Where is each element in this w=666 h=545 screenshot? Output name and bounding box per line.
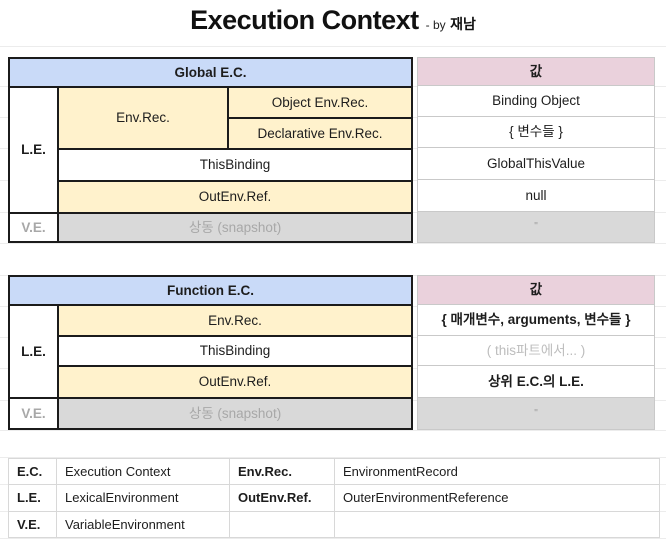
global-ve-label: V.E. (10, 214, 57, 241)
global-ec-header: Global E.C. (10, 59, 411, 86)
function-value-this: ( this파트에서... ) (418, 336, 654, 365)
global-env-rec-cell: Env.Rec. (59, 88, 227, 148)
global-ec-table: Global E.C. L.E. Env.Rec. Object Env.Rec… (8, 57, 413, 243)
legend-abbr: V.E. (9, 511, 56, 537)
abbreviation-legend: E.C. Execution Context Env.Rec. Environm… (8, 458, 660, 538)
legend-full: LexicalEnvironment (57, 485, 229, 511)
legend-full: OuterEnvironmentReference (335, 485, 659, 511)
global-value-column: 값 Binding Object { 변수들 } GlobalThisValue… (417, 57, 655, 243)
function-value-header: 값 (418, 276, 654, 304)
global-this-binding-cell: ThisBinding (59, 150, 411, 180)
global-value-this: GlobalThisValue (418, 148, 654, 179)
title-text: Execution Context (190, 5, 419, 35)
background-gridline (0, 46, 666, 47)
global-value-binding-object: Binding Object (418, 86, 654, 116)
function-env-rec-cell: Env.Rec. (59, 306, 411, 335)
global-value-header: 값 (418, 58, 654, 85)
function-value-env-rec: { 매개변수, arguments, 변수들 } (418, 305, 654, 335)
global-declarative-env-rec-cell: Declarative Env.Rec. (229, 119, 411, 148)
legend-abbr: E.C. (9, 459, 56, 485)
background-gridline (0, 538, 666, 539)
function-ec-header: Function E.C. (10, 277, 411, 304)
function-value-column: 값 { 매개변수, arguments, 변수들 } ( this파트에서...… (417, 275, 655, 430)
function-value-ditto: " (418, 398, 654, 429)
legend-abbr: L.E. (9, 485, 56, 511)
global-value-ditto: " (418, 212, 654, 242)
legend-full: Execution Context (57, 459, 229, 485)
page-title: Execution Context - by 재남 (0, 5, 666, 36)
function-out-env-ref-cell: OutEnv.Ref. (59, 367, 411, 397)
function-ec-table: Function E.C. L.E. Env.Rec. ThisBinding … (8, 275, 413, 430)
function-ve-label: V.E. (10, 399, 57, 428)
byline-author: 재남 (450, 16, 476, 32)
function-snapshot-cell: 상동 (snapshot) (59, 399, 411, 428)
background-gridline (0, 243, 666, 244)
legend-empty-cell (230, 511, 334, 537)
legend-abbr: OutEnv.Ref. (230, 485, 334, 511)
global-value-outer: null (418, 180, 654, 211)
legend-full: VariableEnvironment (57, 511, 229, 537)
global-object-env-rec-cell: Object Env.Rec. (229, 88, 411, 117)
global-snapshot-cell: 상동 (snapshot) (59, 214, 411, 241)
global-le-label: L.E. (10, 88, 57, 212)
legend-empty-cell (335, 511, 659, 537)
function-this-binding-cell: ThisBinding (59, 337, 411, 365)
function-value-outer: 상위 E.C.의 L.E. (418, 366, 654, 397)
global-out-env-ref-cell: OutEnv.Ref. (59, 182, 411, 212)
legend-abbr: Env.Rec. (230, 459, 334, 485)
legend-full: EnvironmentRecord (335, 459, 659, 485)
background-gridline (0, 457, 666, 458)
background-gridline (0, 430, 666, 431)
byline-prefix: - by (425, 18, 446, 32)
function-le-label: L.E. (10, 306, 57, 397)
global-value-variables: { 변수들 } (418, 117, 654, 147)
